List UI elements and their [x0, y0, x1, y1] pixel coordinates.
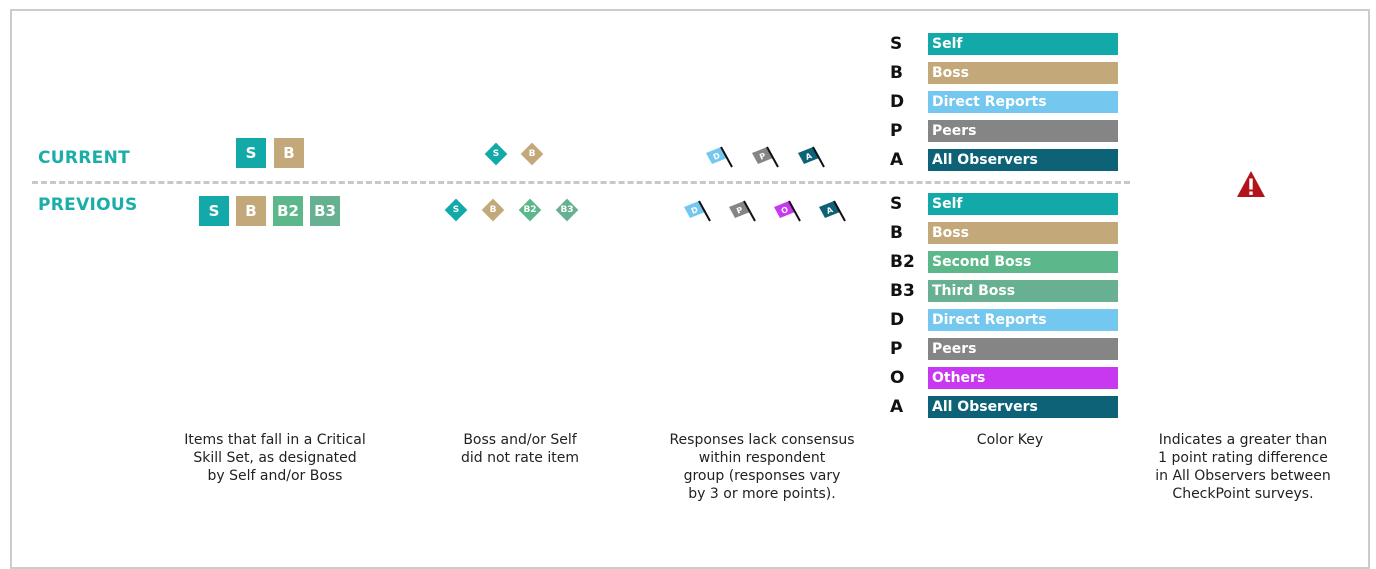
- caption-line: Indicates a greater than: [1158, 432, 1328, 448]
- flag-shape: [798, 147, 819, 164]
- diamond-label: B: [528, 149, 536, 159]
- consensus-flag: O: [774, 200, 801, 222]
- key-letter: P: [890, 121, 903, 141]
- consensus-flag: D: [706, 146, 733, 168]
- flag-pole: [720, 146, 733, 168]
- not-rated-diamond: B3: [555, 198, 579, 222]
- flag-pole: [833, 200, 846, 222]
- critical-badge: B: [274, 138, 304, 168]
- key-letter: B2: [890, 252, 915, 272]
- key-letter: P: [890, 339, 903, 359]
- key-letter: D: [890, 310, 905, 330]
- flag-label: D: [690, 205, 700, 216]
- flag-shape: [729, 201, 750, 218]
- diamond-label: B3: [560, 205, 574, 215]
- caption-line: in All Observers between: [1155, 468, 1331, 484]
- diamond-label: S: [492, 149, 500, 159]
- flag-label: D: [712, 151, 722, 162]
- critical-badge: B3: [310, 196, 340, 226]
- caption-line: Responses lack consensus: [669, 432, 855, 448]
- diamond-label: S: [452, 205, 460, 215]
- key-bar: Direct Reports: [928, 91, 1118, 113]
- critical-badge: S: [199, 196, 229, 226]
- flag-label: A: [825, 205, 835, 216]
- key-bar: Others: [928, 367, 1118, 389]
- caption-line: Color Key: [976, 432, 1044, 448]
- caption-line: by Self and/or Boss: [207, 468, 343, 484]
- caption-line: did not rate item: [460, 450, 579, 466]
- caption-line: Boss and/or Self: [463, 432, 577, 448]
- key-bar: Direct Reports: [928, 309, 1118, 331]
- key-bar: All Observers: [928, 149, 1118, 171]
- flag-pole: [812, 146, 825, 168]
- caption-line: within respondent: [698, 450, 826, 466]
- consensus-flag: P: [729, 200, 756, 222]
- diamond-label: B: [489, 205, 497, 215]
- not-rated-diamond: S: [444, 198, 468, 222]
- key-bar: Self: [928, 33, 1118, 55]
- flag-label: P: [735, 205, 744, 216]
- row-label-previous: PREVIOUS: [38, 195, 138, 215]
- flag-shape: [752, 147, 773, 164]
- not-rated-diamond: B: [481, 198, 505, 222]
- flag-shape: [706, 147, 727, 164]
- caption-warning: Indicates a greater than 1 point rating …: [1118, 431, 1368, 503]
- key-bar: Boss: [928, 62, 1118, 84]
- flag-label: O: [780, 205, 790, 216]
- warning-triangle-icon: [1237, 171, 1265, 197]
- caption-line: by 3 or more points).: [688, 486, 836, 502]
- flag-shape: [684, 201, 705, 218]
- key-letter: D: [890, 92, 905, 112]
- key-letter: B3: [890, 281, 915, 301]
- critical-badge: S: [236, 138, 266, 168]
- diamond-label: B2: [523, 205, 537, 215]
- key-bar: Peers: [928, 120, 1118, 142]
- not-rated-diamond: S: [484, 142, 508, 166]
- key-letter: O: [890, 368, 905, 388]
- key-letter: B: [890, 63, 903, 83]
- flag-pole: [766, 146, 779, 168]
- consensus-flag: P: [752, 146, 779, 168]
- key-letter: S: [890, 34, 903, 54]
- not-rated-diamond: B: [520, 142, 544, 166]
- caption-consensus: Responses lack consensus within responde…: [622, 431, 902, 503]
- key-bar: Third Boss: [928, 280, 1118, 302]
- flag-pole: [743, 200, 756, 222]
- caption-color-key: Color Key: [940, 431, 1080, 449]
- key-letter: A: [890, 150, 904, 170]
- critical-badge: B: [236, 196, 266, 226]
- key-bar: Peers: [928, 338, 1118, 360]
- key-bar: Second Boss: [928, 251, 1118, 273]
- key-letter: S: [890, 194, 903, 214]
- key-bar: Boss: [928, 222, 1118, 244]
- key-letter: B: [890, 223, 903, 243]
- row-label-current: CURRENT: [38, 148, 130, 168]
- consensus-flag: D: [684, 200, 711, 222]
- caption-line: Items that fall in a Critical: [184, 432, 366, 448]
- caption-line: 1 point rating difference: [1158, 450, 1328, 466]
- consensus-flag: A: [798, 146, 825, 168]
- caption-line: Skill Set, as designated: [193, 450, 357, 466]
- consensus-flag: A: [819, 200, 846, 222]
- caption-not-rated: Boss and/or Self did not rate item: [410, 431, 630, 467]
- key-letter: A: [890, 397, 904, 417]
- key-bar: Self: [928, 193, 1118, 215]
- flag-label: A: [804, 151, 814, 162]
- row-divider: [32, 181, 1130, 184]
- caption-line: group (responses vary: [683, 468, 841, 484]
- critical-badge: B2: [273, 196, 303, 226]
- flag-shape: [819, 201, 840, 218]
- caption-line: CheckPoint surveys.: [1172, 486, 1314, 502]
- flag-shape: [774, 201, 795, 218]
- flag-pole: [788, 200, 801, 222]
- flag-pole: [698, 200, 711, 222]
- caption-critical: Items that fall in a Critical Skill Set,…: [130, 431, 420, 485]
- not-rated-diamond: B2: [518, 198, 542, 222]
- key-bar: All Observers: [928, 396, 1118, 418]
- flag-label: P: [758, 151, 767, 162]
